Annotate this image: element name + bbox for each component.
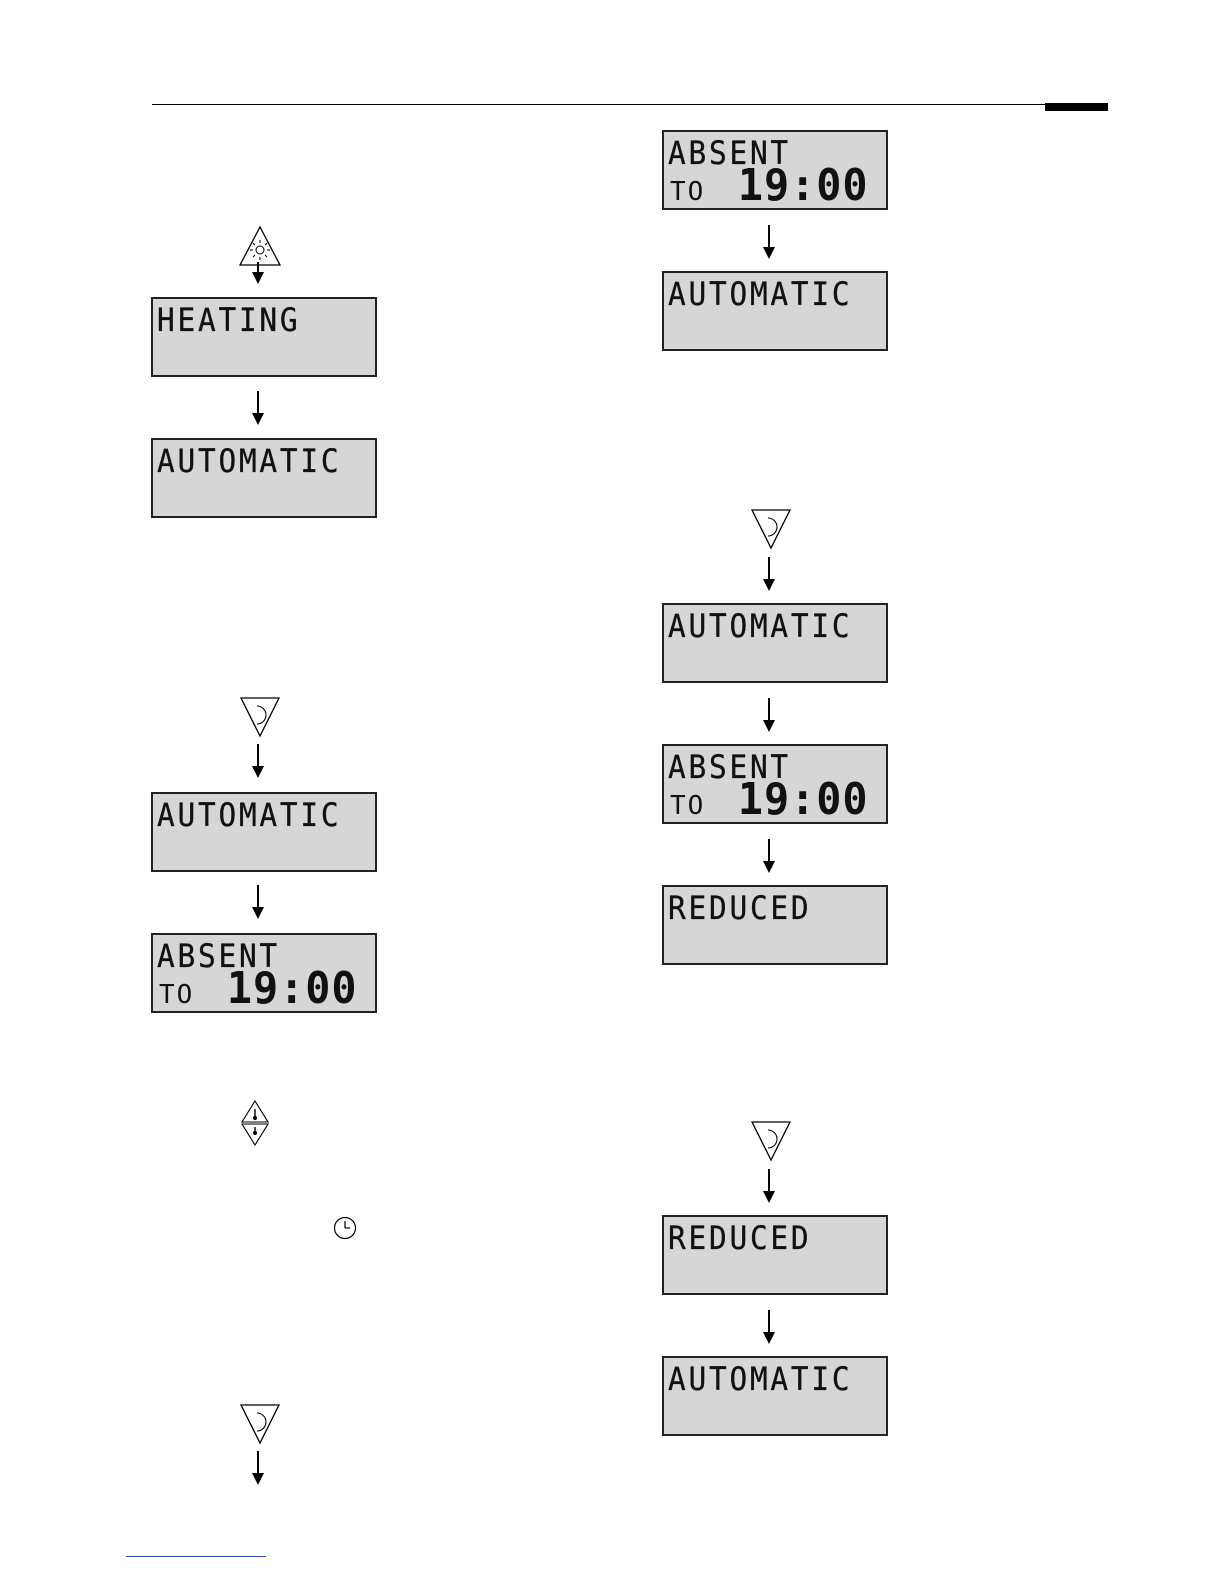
clock-icon [332,1215,358,1241]
flow-arrow [252,262,264,284]
moon-button-icon[interactable] [750,508,792,550]
lcd-reduced: REDUCED [662,885,888,965]
lcd-line1: AUTOMATIC [668,1359,852,1399]
lcd-time: 19:00 [226,965,357,1013]
moon-button-icon[interactable] [239,1403,281,1445]
lcd-automatic: AUTOMATIC [662,271,888,351]
lcd-line1: AUTOMATIC [157,441,341,481]
lcd-line1: HEATING [157,300,300,340]
lcd-automatic: AUTOMATIC [151,792,377,872]
lcd-time: 19:00 [737,162,868,210]
moon-button-icon[interactable] [750,1120,792,1162]
footer-link-underline [126,1556,266,1557]
sun-button-icon[interactable] [238,225,282,267]
lcd-heating: HEATING [151,297,377,377]
header-rule [152,104,1045,105]
lcd-absent: ABSENT TO 19:00 [151,933,377,1013]
flow-arrow [763,225,775,259]
lcd-automatic: AUTOMATIC [662,1356,888,1436]
flow-arrow [252,885,264,919]
lcd-automatic: AUTOMATIC [151,438,377,518]
flow-arrow [763,698,775,732]
flow-arrow [763,1169,775,1203]
flow-arrow [763,1310,775,1344]
lcd-line2: TO [670,790,705,822]
lcd-line2: TO [159,979,194,1011]
flow-arrow [763,557,775,591]
flow-arrow [252,744,264,778]
flow-arrow [252,1451,264,1485]
lcd-time: 19:00 [737,776,868,824]
lcd-absent: ABSENT TO 19:00 [662,744,888,824]
lcd-line1: AUTOMATIC [157,795,341,835]
lcd-line2: TO [670,176,705,208]
flow-arrow [763,839,775,873]
header-rule-bar [1045,103,1108,111]
lcd-absent: ABSENT TO 19:00 [662,130,888,210]
flow-arrow [252,391,264,425]
lcd-line1: AUTOMATIC [668,274,852,314]
thermometer-updown-button-icon[interactable] [240,1100,270,1146]
lcd-line1: REDUCED [668,888,811,928]
moon-button-icon[interactable] [239,696,281,738]
lcd-line1: AUTOMATIC [668,606,852,646]
lcd-reduced: REDUCED [662,1215,888,1295]
lcd-automatic: AUTOMATIC [662,603,888,683]
lcd-line1: REDUCED [668,1218,811,1258]
